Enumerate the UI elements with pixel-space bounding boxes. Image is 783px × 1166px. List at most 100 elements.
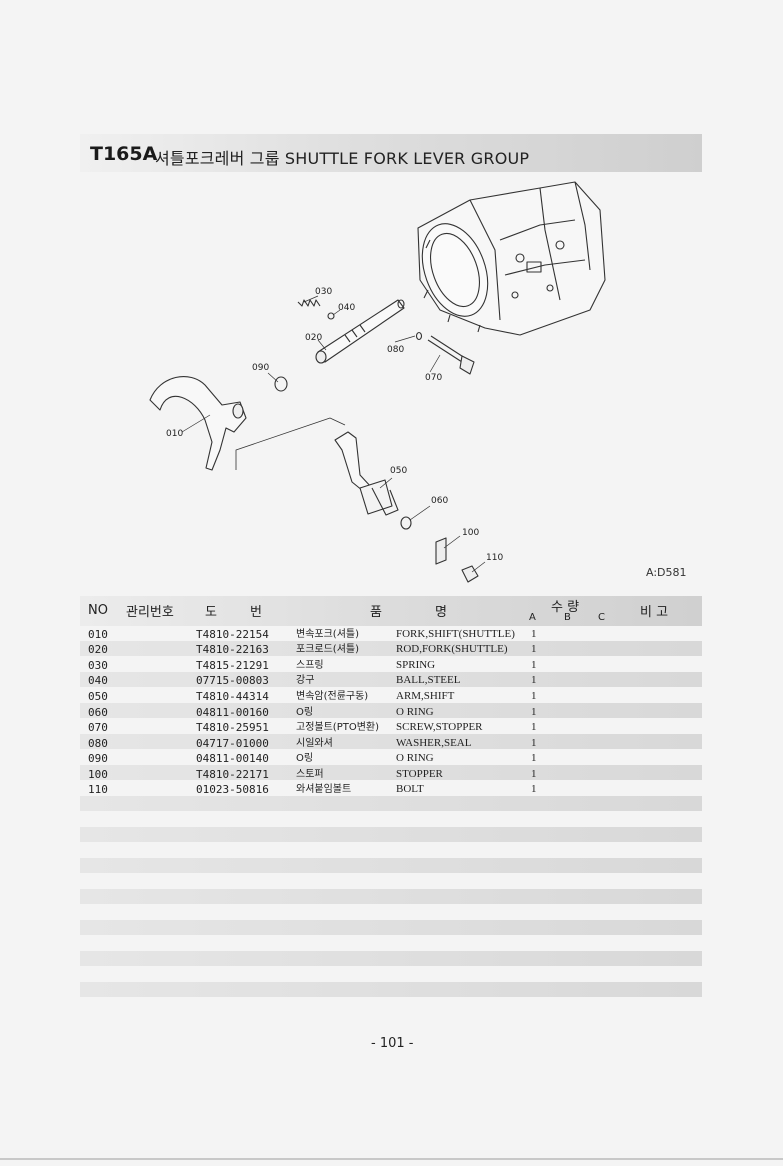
- row-name-korean: O링: [296, 707, 314, 718]
- header-qty-b: B: [564, 612, 571, 623]
- exploded-parts-diagram: 030 040 020 090 010 080 070 050 060 100 …: [149, 181, 606, 583]
- row-name-english: BOLT: [396, 783, 424, 795]
- row-part-number: 04811-00140: [196, 752, 269, 765]
- row-name-english: ROD,FORK(SHUTTLE): [396, 643, 508, 655]
- table-header-band: [80, 596, 702, 626]
- header-qty-c: C: [598, 612, 605, 623]
- row-name-english: FORK,SHIFT(SHUTTLE): [396, 628, 515, 640]
- stopper-screw-070: [427, 335, 475, 375]
- row-name-english: O RING: [396, 752, 434, 764]
- row-no: 070: [88, 721, 108, 734]
- shift-arm-050: [334, 431, 399, 516]
- row-name-english: BALL,STEEL: [396, 674, 461, 686]
- row-qty-a: 1: [531, 768, 537, 780]
- row-no: 110: [88, 783, 108, 796]
- row-band: [80, 703, 702, 718]
- row-part-number: 01023-50816: [196, 783, 269, 796]
- row-no: 040: [88, 674, 108, 687]
- row-part-number: T4810-22163: [196, 643, 269, 656]
- row-part-number: 07715-00803: [196, 674, 269, 687]
- header-part-beon: 번: [250, 605, 262, 620]
- table-row: 070 T4810-25951 고정볼트(PTO변환) SCREW,STOPPE…: [0, 720, 783, 735]
- header-name-myeong: 명: [435, 605, 447, 620]
- row-no: 060: [88, 706, 108, 719]
- table-row: 090 04811-00140 O링 O RING 1: [0, 751, 783, 766]
- row-name-korean: 고정볼트(PTO변환): [296, 722, 380, 733]
- row-part-number: T4810-44314: [196, 690, 269, 703]
- transmission-housing: [417, 181, 606, 336]
- header-quantity: 수 량: [551, 600, 580, 615]
- row-no: 030: [88, 659, 108, 672]
- row-name-korean: 강구: [296, 675, 315, 686]
- row-qty-a: 1: [531, 690, 537, 702]
- row-name-korean: 스프링: [296, 660, 324, 671]
- fork-rod-020: [315, 299, 405, 364]
- row-name-korean: 와셔붙임볼트: [296, 784, 352, 795]
- callout-080: 080: [387, 345, 404, 355]
- stopper-100: [435, 537, 447, 565]
- row-no: 090: [88, 752, 108, 765]
- row-qty-a: 1: [531, 628, 537, 640]
- o-ring-090: [274, 376, 288, 392]
- row-part-number: T4810-25951: [196, 721, 269, 734]
- page-number: - 101 -: [371, 1036, 414, 1051]
- callout-070: 070: [425, 373, 442, 383]
- row-band: [80, 734, 702, 749]
- row-band: [80, 858, 702, 873]
- row-name-english: STOPPER: [396, 768, 443, 780]
- group-title: 셔틀포크레버 그룹 SHUTTLE FORK LEVER GROUP: [155, 149, 530, 168]
- table-row: 030 T4815-21291 스프링 SPRING 1: [0, 658, 783, 673]
- table-row: 040 07715-00803 강구 BALL,STEEL 1: [0, 673, 783, 688]
- shift-fork-010: [149, 376, 247, 471]
- callout-100: 100: [462, 528, 479, 538]
- row-name-korean: O링: [296, 753, 314, 764]
- row-part-number: 04717-01000: [196, 737, 269, 750]
- row-qty-a: 1: [531, 706, 537, 718]
- row-part-number: T4810-22154: [196, 628, 269, 641]
- callout-020: 020: [305, 333, 322, 343]
- steel-ball-040: [327, 312, 335, 320]
- row-band: [80, 920, 702, 935]
- row-qty-a: 1: [531, 737, 537, 749]
- row-part-number: T4815-21291: [196, 659, 269, 672]
- row-name-english: SCREW,STOPPER: [396, 721, 483, 733]
- row-name-english: O RING: [396, 706, 434, 718]
- row-name-english: WASHER,SEAL: [396, 737, 472, 749]
- row-no: 080: [88, 737, 108, 750]
- callout-110: 110: [486, 553, 503, 563]
- header-name-pum: 품: [370, 605, 382, 620]
- row-name-english: SPRING: [396, 659, 436, 671]
- bolt-110: [461, 565, 479, 583]
- row-name-korean: 스토퍼: [296, 769, 324, 780]
- table-row: 060 04811-00160 O링 O RING 1: [0, 705, 783, 720]
- row-band: [80, 982, 702, 997]
- row-qty-a: 1: [531, 643, 537, 655]
- row-band: [80, 827, 702, 842]
- bottom-divider: [0, 1158, 783, 1160]
- row-no: 050: [88, 690, 108, 703]
- row-qty-a: 1: [531, 674, 537, 686]
- o-ring-060: [400, 516, 412, 530]
- callout-010: 010: [166, 429, 183, 439]
- row-name-korean: 시일와셔: [296, 738, 333, 749]
- header-remarks: 비 고: [640, 605, 669, 620]
- seal-washer-080: [415, 331, 423, 341]
- table-row: 050 T4810-44314 변속암(전륜구동) ARM,SHIFT 1: [0, 689, 783, 704]
- table-row: 010 T4810-22154 변속포크(셔틀) FORK,SHIFT(SHUT…: [0, 627, 783, 642]
- row-band: [80, 796, 702, 811]
- header-qty-a: A: [529, 612, 536, 623]
- row-no: 010: [88, 628, 108, 641]
- row-band: [80, 672, 702, 687]
- row-no: 020: [88, 643, 108, 656]
- row-part-number: 04811-00160: [196, 706, 269, 719]
- callout-030: 030: [315, 287, 332, 297]
- diagram-reference: A:D581: [646, 566, 687, 579]
- table-row: 110 01023-50816 와셔붙임볼트 BOLT 1: [0, 782, 783, 797]
- header-mgmt-no: 관리번호: [126, 605, 174, 620]
- header-no: NO: [88, 603, 108, 618]
- table-row: 080 04717-01000 시일와셔 WASHER,SEAL 1: [0, 736, 783, 751]
- table-row: 100 T4810-22171 스토퍼 STOPPER 1: [0, 767, 783, 782]
- row-name-korean: 변속암(전륜구동): [296, 691, 369, 702]
- row-part-number: T4810-22171: [196, 768, 269, 781]
- row-band: [80, 641, 702, 656]
